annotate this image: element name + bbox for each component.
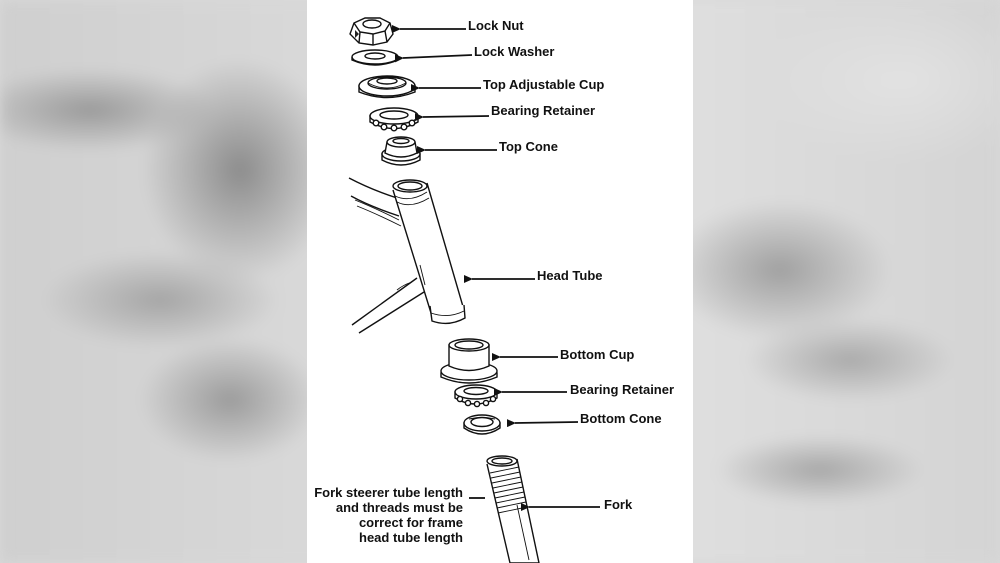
top-cone-part (381, 136, 421, 166)
bottom-cone-part (463, 414, 501, 435)
bottom-cup-label: Bottom Cup (560, 347, 634, 362)
lock-washer-part (351, 49, 399, 66)
top-cone-label: Top Cone (499, 139, 558, 154)
top-adjustable-cup-part (358, 75, 416, 99)
bottom-bearing-retainer-label: Bearing Retainer (570, 382, 674, 397)
fork-label: Fork (604, 497, 633, 512)
lock-washer-arrow (394, 54, 473, 63)
top-bearing-retainer-label: Bearing Retainer (491, 103, 595, 118)
headset-exploded-diagram: Lock Nut Lock Washer Top Adjustable Cup … (314, 17, 674, 563)
bottom-cone-arrow (506, 419, 579, 428)
lock-nut-label: Lock Nut (468, 18, 524, 33)
bottom-cone-label: Bottom Cone (580, 411, 662, 426)
fork-note: Fork steerer tube length and threads mus… (314, 485, 463, 545)
fork-note-line-1: Fork steerer tube length (314, 485, 463, 500)
frame-tubes (348, 177, 425, 334)
top-adjustable-cup-label: Top Adjustable Cup (483, 77, 604, 92)
fork-note-line-3: correct for frame (359, 515, 463, 530)
head-tube-part (392, 179, 466, 325)
bottom-bearing-retainer-part (454, 384, 498, 408)
bottom-cup-part (440, 338, 498, 384)
top-bearing-retainer-arrow (414, 113, 490, 122)
diagram-panel: Lock Nut Lock Washer Top Adjustable Cup … (307, 0, 693, 563)
lock-washer-label: Lock Washer (474, 44, 554, 59)
top-bearing-retainer-part (369, 107, 419, 132)
lock-nut-part (349, 17, 394, 46)
fork-note-line-2: and threads must be (336, 500, 463, 515)
head-tube-label: Head Tube (537, 268, 603, 283)
fork-note-line-4: head tube length (359, 530, 463, 545)
fork-steerer-part (486, 455, 540, 563)
